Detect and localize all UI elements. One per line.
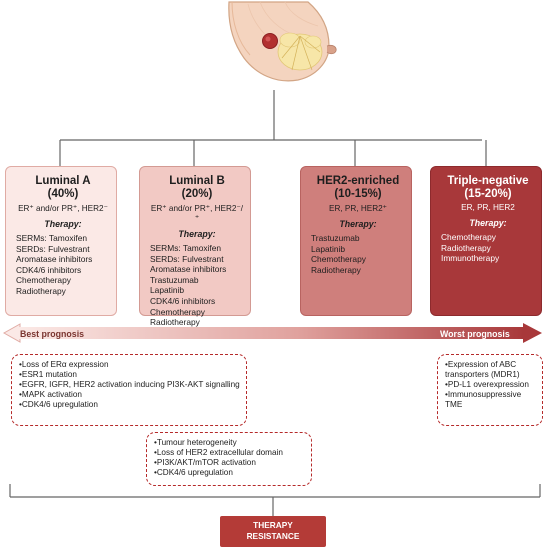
- mechanism-item: •Expression of ABC transporters (MDR1): [445, 360, 520, 379]
- therapy-item: Chemotherapy: [150, 306, 205, 317]
- therapy-item: Aromatase inhibitors: [150, 264, 227, 275]
- her2-resistance-box: •Tumour heterogeneity •Loss of HER2 extr…: [146, 432, 312, 486]
- therapy-heading: Therapy:: [339, 219, 377, 229]
- therapy-item: Aromatase inhibitors: [16, 254, 93, 265]
- therapy-item: Lapatinib: [150, 285, 184, 296]
- mechanism-item: •CDK4/6 upregulation: [154, 468, 233, 477]
- subtype-title: Luminal A(40%): [35, 175, 91, 200]
- therapy-item: Trastuzumab: [150, 274, 199, 285]
- triple-negative-resistance-box: •Expression of ABC transporters (MDR1) •…: [437, 354, 543, 426]
- result-line: RESISTANCE: [246, 531, 300, 541]
- receptor-status: ER⁺ and/or PR⁺, HER2⁻: [18, 204, 108, 213]
- worst-prognosis-label: Worst prognosis: [440, 329, 510, 339]
- therapy-heading: Therapy:: [178, 229, 216, 239]
- subtype-title: Luminal B(20%): [169, 175, 225, 200]
- therapy-item: Chemotherapy: [311, 254, 366, 265]
- mechanism-item: •Immunosuppressive TME: [445, 390, 522, 409]
- mechanism-item: •ESR1 mutation: [19, 370, 77, 379]
- receptor-status: ER, PR, HER2⁺: [328, 204, 387, 213]
- breast-illustration: [228, 1, 337, 82]
- therapy-item: Trastuzumab: [311, 233, 360, 243]
- luminal-resistance-box: •Loss of ERα expression •ESR1 mutation •…: [11, 354, 247, 426]
- mechanism-item: •EGFR, IGFR, HER2 activation inducing PI…: [19, 380, 240, 389]
- mechanism-item: •MAPK activation: [19, 390, 82, 399]
- therapy-item: Radiotherapy: [150, 317, 200, 328]
- therapy-item: Chemotherapy: [16, 275, 71, 286]
- therapy-item: Chemotherapy: [441, 232, 496, 242]
- therapy-item: Radiotherapy: [441, 242, 491, 253]
- therapy-item: Immunotherapy: [441, 253, 500, 264]
- therapy-item: SERMs: Tamoxifen: [150, 243, 222, 253]
- mechanism-item: •PD-L1 overexpression: [445, 380, 529, 389]
- therapy-item: CDK4/6 inhibitors: [16, 264, 82, 275]
- best-prognosis-label: Best prognosis: [20, 329, 85, 339]
- mechanism-item: •PI3K/AKT/mTOR activation: [154, 458, 256, 467]
- subtype-triple-negative: Triple-negative(15-20%) ER, PR, HER2 The…: [430, 166, 542, 316]
- result-line: THERAPY: [253, 520, 293, 530]
- therapy-list: Trastuzumab Lapatinib Chemotherapy Radio…: [311, 233, 405, 275]
- therapy-item: Lapatinib: [311, 243, 345, 254]
- therapy-item: SERDs: Fulvestrant: [16, 243, 90, 254]
- therapy-item: SERDs: Fulvestrant: [150, 253, 224, 264]
- therapy-list: Chemotherapy Radiotherapy Immunotherapy: [441, 232, 535, 264]
- therapy-item: Radiotherapy: [16, 285, 66, 296]
- therapy-heading: Therapy:: [469, 218, 507, 228]
- subtype-luminal-b: Luminal B(20%) ER⁺ and/or PR⁺, HER2⁻/⁺ T…: [139, 166, 251, 327]
- subtype-title: Triple-negative(15-20%): [447, 175, 529, 200]
- subtype-luminal-a: Luminal A(40%) ER⁺ and/or PR⁺, HER2⁻ The…: [5, 166, 117, 316]
- mechanism-item: •Loss of ERα expression: [19, 360, 109, 369]
- therapy-heading: Therapy:: [44, 219, 82, 229]
- therapy-item: Radiotherapy: [311, 264, 361, 275]
- therapy-item: SERMs: Tamoxifen: [16, 233, 88, 243]
- subtype-her2-enriched: HER2-enriched(10-15%) ER, PR, HER2⁺ Ther…: [300, 166, 412, 316]
- receptor-status: ER⁺ and/or PR⁺, HER2⁻/⁺: [150, 204, 244, 223]
- subtype-title: HER2-enriched(10-15%): [316, 175, 400, 200]
- therapy-resistance-box: THERAPY RESISTANCE: [220, 516, 326, 547]
- therapy-list: SERMs: Tamoxifen SERDs: Fulvestrant Arom…: [150, 243, 244, 328]
- mechanism-item: •Loss of HER2 extracellular domain: [154, 448, 283, 457]
- therapy-list: SERMs: Tamoxifen SERDs: Fulvestrant Arom…: [16, 233, 110, 297]
- therapy-item: CDK4/6 inhibitors: [150, 295, 216, 306]
- receptor-status: ER, PR, HER2: [461, 203, 515, 212]
- mechanism-item: •Tumour heterogeneity: [154, 438, 237, 447]
- mechanism-item: •CDK4/6 upregulation: [19, 400, 98, 409]
- prognosis-arrow: [2, 323, 542, 343]
